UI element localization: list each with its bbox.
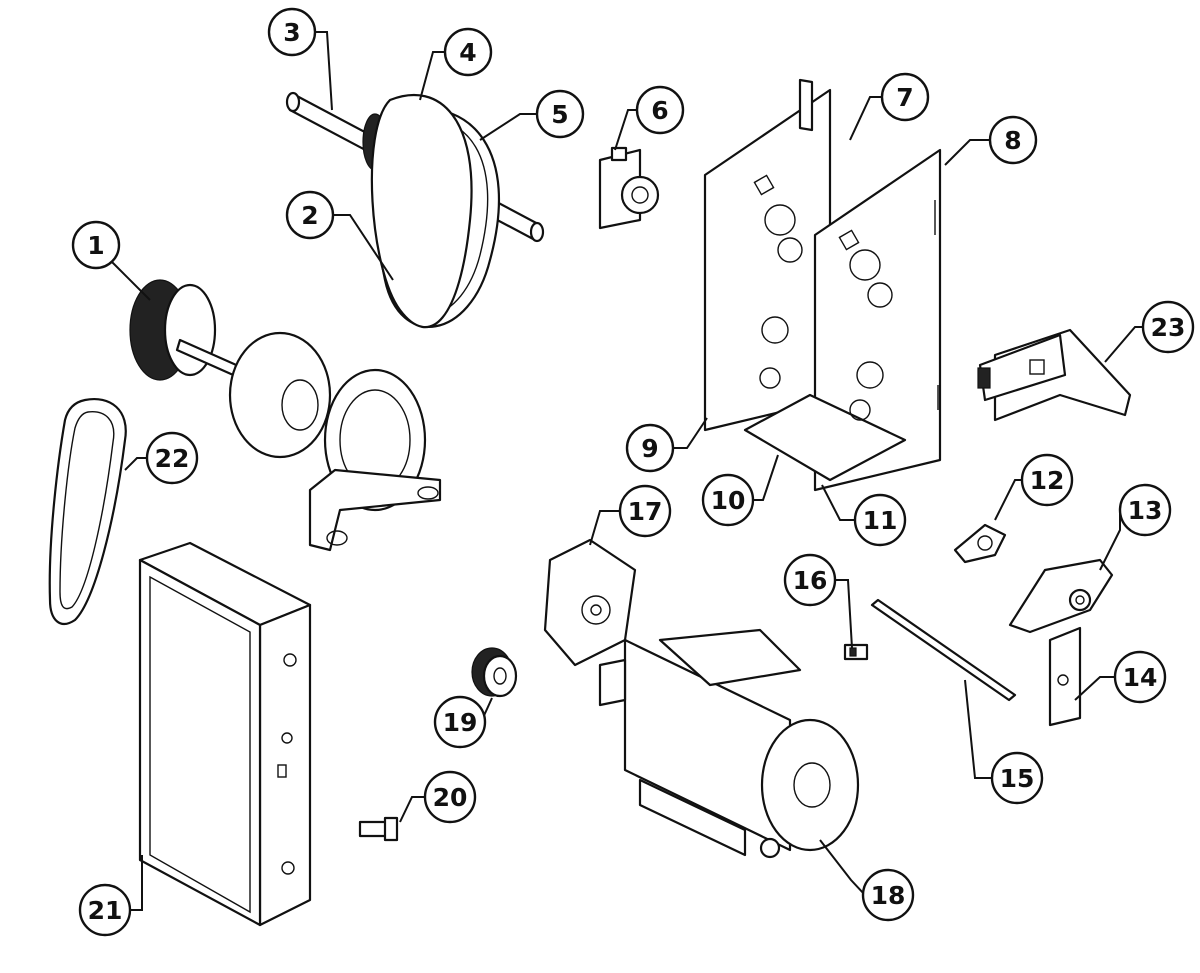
part-main-frame <box>703 78 942 492</box>
part-drive-sprocket-assembly <box>129 279 442 552</box>
callout-14: 14 <box>1113 650 1167 704</box>
callout-22: 22 <box>145 431 199 485</box>
callout-label: 15 <box>1000 764 1035 793</box>
callout-16: 16 <box>783 553 837 607</box>
callout-13: 13 <box>1118 483 1172 537</box>
part-limit-switch-gear <box>598 146 660 230</box>
callout-12: 12 <box>1020 453 1074 507</box>
part-motor <box>598 628 860 859</box>
callout-label: 21 <box>88 896 123 925</box>
part-bracket-plate <box>1048 626 1082 727</box>
callout-label: 19 <box>443 708 478 737</box>
callout-label: 17 <box>628 497 663 526</box>
callout-15: 15 <box>990 751 1044 805</box>
callout-label: 7 <box>896 83 913 112</box>
callout-label: 10 <box>711 486 746 515</box>
callout-3: 3 <box>267 7 317 57</box>
callout-1: 1 <box>71 220 121 270</box>
part-bracket-arm <box>1008 558 1114 634</box>
callout-10: 10 <box>701 473 755 527</box>
callout-7: 7 <box>880 72 930 122</box>
callout-label: 16 <box>793 566 828 595</box>
callout-label: 5 <box>551 100 568 129</box>
part-rod <box>870 598 1017 702</box>
callout-label: 11 <box>863 506 898 535</box>
callout-label: 4 <box>459 38 476 67</box>
callout-23: 23 <box>1141 300 1195 354</box>
callout-label: 20 <box>433 783 468 812</box>
callout-label: 6 <box>651 96 668 125</box>
callout-label: 12 <box>1030 466 1065 495</box>
callout-19: 19 <box>433 695 487 749</box>
leader-lines <box>111 31 1145 911</box>
callout-9: 9 <box>625 423 675 473</box>
part-v-belt-outer <box>370 94 473 329</box>
callout-8: 8 <box>988 115 1038 165</box>
callout-label: 23 <box>1151 313 1186 342</box>
callout-2: 2 <box>285 190 335 240</box>
callout-20: 20 <box>423 770 477 824</box>
callout-label: 22 <box>155 444 190 473</box>
part-connector <box>358 816 399 842</box>
callout-5: 5 <box>535 89 585 139</box>
part-small-switch <box>843 643 869 661</box>
callout-17: 17 <box>618 484 672 538</box>
part-circuit-bracket <box>977 328 1132 422</box>
callout-label: 2 <box>301 201 318 230</box>
callout-label: 14 <box>1123 663 1158 692</box>
part-control-box <box>138 541 312 927</box>
callout-label: 18 <box>871 881 906 910</box>
part-motor-mount-plate <box>543 538 637 667</box>
part-drive-belt <box>48 397 127 625</box>
callout-label: 13 <box>1128 496 1163 525</box>
callout-label: 1 <box>87 231 104 260</box>
callout-4: 4 <box>443 27 493 77</box>
callout-18: 18 <box>861 868 915 922</box>
callout-21: 21 <box>78 883 132 937</box>
part-bearing <box>471 647 518 698</box>
callout-11: 11 <box>853 493 907 547</box>
callout-label: 8 <box>1004 126 1021 155</box>
callout-6: 6 <box>635 85 685 135</box>
callout-label: 3 <box>283 18 300 47</box>
part-cam <box>953 523 1007 564</box>
callout-label: 9 <box>641 434 658 463</box>
